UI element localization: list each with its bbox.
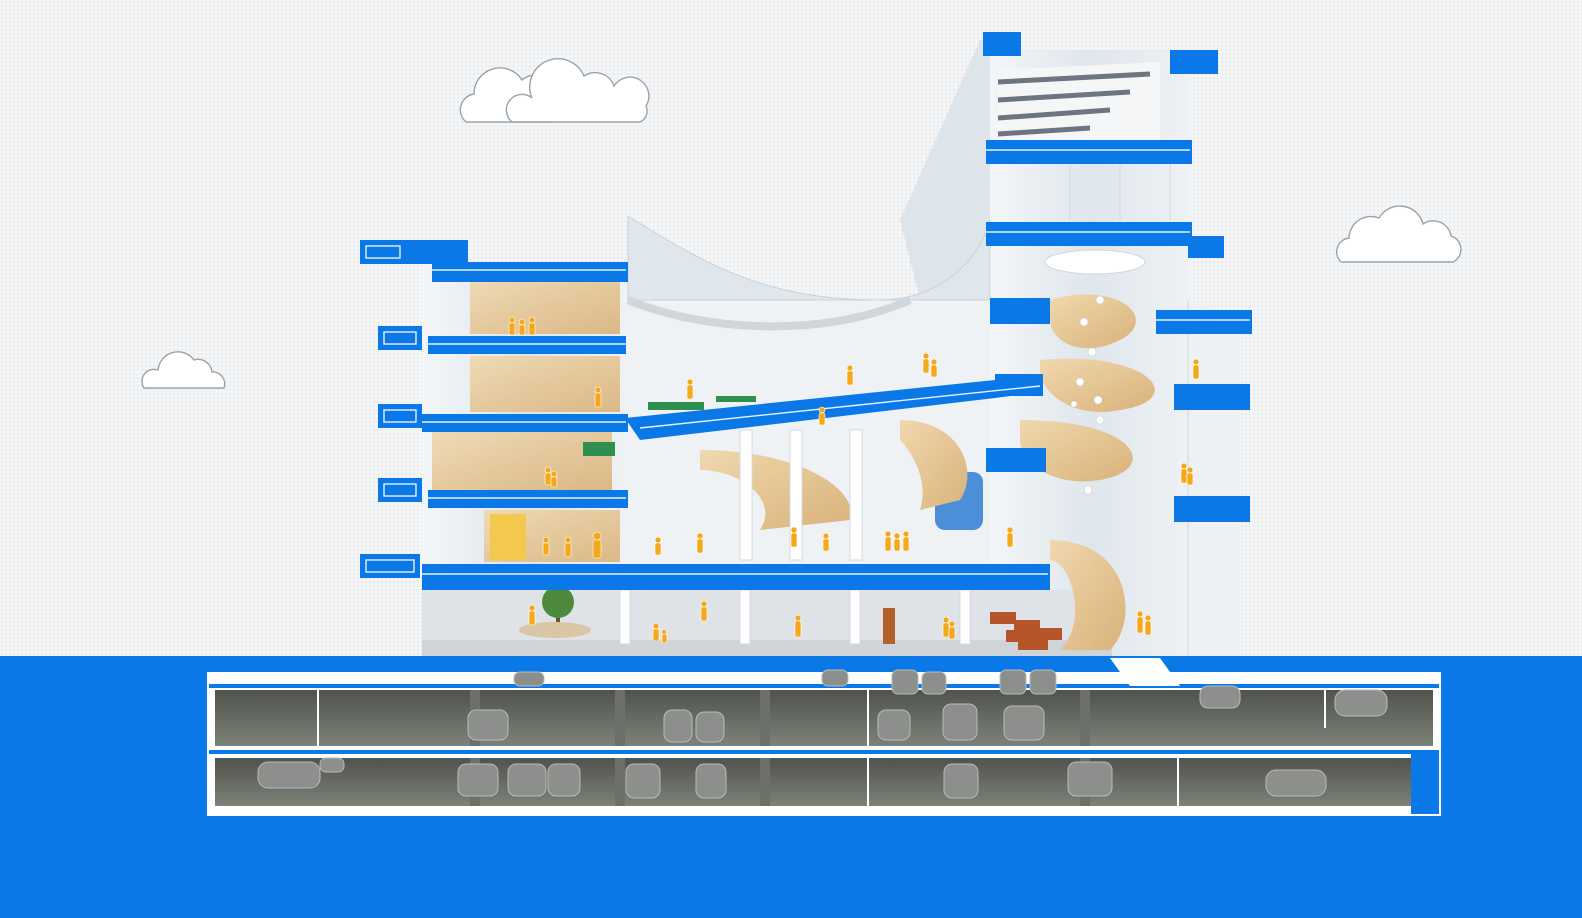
person-icon — [564, 536, 572, 558]
car — [1199, 685, 1241, 709]
car — [513, 671, 545, 687]
person-icon — [518, 318, 526, 336]
car — [891, 669, 919, 695]
person-icon — [592, 531, 602, 559]
person-icon — [652, 622, 660, 642]
person-icon — [1192, 358, 1200, 380]
curved-roof-canopy — [627, 215, 991, 301]
parking-level-b1 — [215, 690, 1433, 746]
basement-ramp — [1110, 658, 1180, 686]
person-icon — [902, 530, 910, 552]
person-icon — [1186, 466, 1194, 486]
person-icon — [661, 629, 668, 644]
car — [999, 669, 1027, 695]
cloud-icon — [1335, 205, 1462, 263]
classroom-f4 — [470, 280, 620, 334]
slab-f4-left — [428, 336, 626, 354]
car — [1265, 769, 1327, 797]
car — [547, 763, 581, 797]
car — [1029, 669, 1057, 695]
person-icon — [544, 466, 552, 486]
car — [1003, 705, 1045, 741]
car — [943, 763, 979, 799]
slab-tower-f5 — [986, 222, 1192, 246]
person-icon — [822, 532, 830, 552]
car — [457, 763, 499, 797]
wooden-spiral-stair — [700, 294, 1155, 650]
car — [1067, 761, 1113, 797]
car — [663, 709, 693, 743]
stepped-glass-facade — [1190, 300, 1240, 656]
classroom-f2 — [432, 432, 612, 490]
person-icon — [542, 536, 550, 556]
person-icon — [922, 352, 930, 374]
slab-tower-f2 — [986, 448, 1046, 472]
cut-slabs — [360, 32, 1252, 590]
slab-tower-f6 — [986, 140, 1192, 164]
planter-bench — [519, 622, 591, 638]
cloud-group — [141, 58, 1462, 389]
people-figures — [508, 316, 1200, 644]
person-icon — [790, 526, 798, 548]
person-icon — [948, 620, 956, 640]
underground-parking — [207, 658, 1441, 816]
car — [1334, 689, 1388, 717]
person-icon — [700, 600, 708, 622]
person-icon — [686, 378, 694, 400]
green-planter-strip — [648, 402, 704, 410]
slab-tower-f3 — [1174, 384, 1250, 410]
person-icon — [1006, 526, 1014, 548]
slab-f3-left — [422, 414, 628, 432]
car — [877, 709, 911, 741]
person-icon — [528, 316, 536, 336]
car — [507, 763, 547, 797]
car — [319, 757, 345, 773]
tower-roof-fin — [900, 40, 990, 300]
car — [467, 709, 509, 741]
green-board — [583, 442, 615, 456]
person-icon — [1144, 614, 1152, 636]
person-icon — [1136, 610, 1144, 634]
lobby-floor — [422, 640, 1112, 656]
slab-f2-left — [428, 490, 628, 508]
atrium-ramp-slab — [625, 374, 1040, 440]
car — [625, 763, 661, 799]
yellow-panel — [490, 514, 526, 560]
cloud-icon — [505, 58, 650, 123]
building-above-ground — [360, 32, 1252, 656]
person-icon — [884, 530, 892, 552]
ceiling-disc — [1044, 249, 1146, 275]
person-icon — [550, 470, 558, 488]
person-icon — [930, 358, 938, 378]
person-icon — [654, 536, 662, 556]
person-icon — [696, 532, 704, 554]
person-icon — [528, 604, 536, 626]
person-icon — [818, 406, 826, 426]
parking-level-b2 — [215, 758, 1411, 806]
person-icon — [846, 364, 854, 386]
person-icon — [594, 386, 602, 408]
car — [942, 703, 978, 741]
car — [695, 711, 725, 743]
slab-tower-top — [983, 32, 1021, 56]
person-icon — [508, 316, 516, 336]
slab-f1 — [422, 564, 1050, 590]
cloud-icon — [141, 351, 226, 389]
person-icon — [942, 616, 950, 638]
person-icon — [893, 532, 901, 552]
car — [695, 763, 727, 799]
person-icon — [1180, 462, 1188, 484]
car — [921, 671, 947, 695]
lobby-door — [883, 608, 895, 644]
car — [821, 669, 849, 687]
tree-icon — [542, 586, 574, 632]
slab-tower-f4 — [990, 298, 1050, 324]
person-icon — [794, 614, 802, 638]
car — [257, 761, 321, 789]
slab-roof-left — [360, 240, 468, 264]
